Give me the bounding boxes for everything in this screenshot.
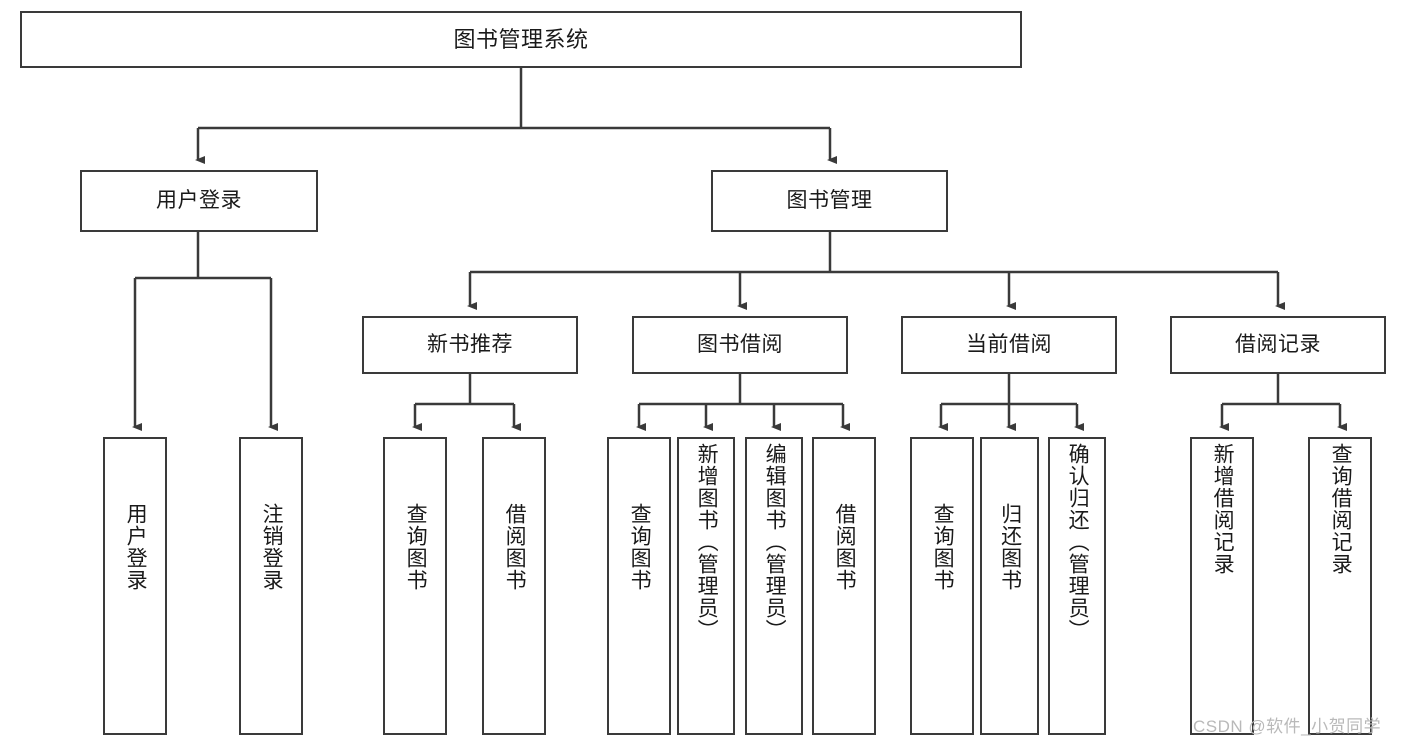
node-label: 借阅图书 (503, 503, 527, 591)
leaf-user-login[interactable]: 用户登录 (103, 437, 167, 735)
node-label: 查询图书 (931, 503, 955, 591)
leaf-return-book[interactable]: 归还图书 (980, 437, 1039, 735)
node-label: 当前借阅 (966, 332, 1052, 356)
node-label: 归还图书 (998, 503, 1022, 591)
node-user-login[interactable]: 用户登录 (80, 170, 318, 232)
node-label: 查询图书 (404, 503, 428, 591)
node-root-system[interactable]: 图书管理系统 (20, 11, 1022, 68)
node-label: 图书管理系统 (453, 26, 589, 52)
node-book-borrow[interactable]: 图书借阅 (632, 316, 848, 374)
leaf-edit-book[interactable]: 编辑图书（管理员） (745, 437, 803, 735)
node-label: 用户登录 (156, 188, 242, 212)
node-new-book-recommend[interactable]: 新书推荐 (362, 316, 578, 374)
node-label: 新增图书（管理员） (695, 443, 719, 641)
node-label: 编辑图书（管理员） (763, 443, 787, 641)
leaf-query-book-current[interactable]: 查询图书 (910, 437, 974, 735)
leaf-confirm-return[interactable]: 确认归还（管理员） (1048, 437, 1106, 735)
watermark-text: CSDN @软件_小贺同学 (1193, 717, 1382, 736)
node-label: 注销登录 (260, 503, 284, 591)
node-book-manage[interactable]: 图书管理 (711, 170, 948, 232)
node-label: 确认归还（管理员） (1066, 443, 1090, 641)
node-borrow-record[interactable]: 借阅记录 (1170, 316, 1386, 374)
node-current-borrow[interactable]: 当前借阅 (901, 316, 1117, 374)
leaf-add-book[interactable]: 新增图书（管理员） (677, 437, 735, 735)
leaf-query-book-recommend[interactable]: 查询图书 (383, 437, 447, 735)
node-label: 用户登录 (124, 503, 148, 591)
node-label: 查询借阅记录 (1329, 443, 1353, 575)
node-label: 图书管理 (786, 188, 873, 212)
node-label: 借阅记录 (1235, 332, 1321, 356)
node-label: 图书借阅 (697, 332, 783, 356)
leaf-borrow-book-recommend[interactable]: 借阅图书 (482, 437, 546, 735)
node-label: 借阅图书 (833, 503, 857, 591)
node-label: 查询图书 (628, 503, 652, 591)
leaf-add-borrow-record[interactable]: 新增借阅记录 (1190, 437, 1254, 735)
leaf-query-book-borrow[interactable]: 查询图书 (607, 437, 671, 735)
node-label: 新增借阅记录 (1211, 443, 1235, 575)
leaf-logout-login[interactable]: 注销登录 (239, 437, 303, 735)
leaf-borrow-book[interactable]: 借阅图书 (812, 437, 876, 735)
leaf-query-borrow-record[interactable]: 查询借阅记录 (1308, 437, 1372, 735)
node-label: 新书推荐 (427, 332, 513, 356)
